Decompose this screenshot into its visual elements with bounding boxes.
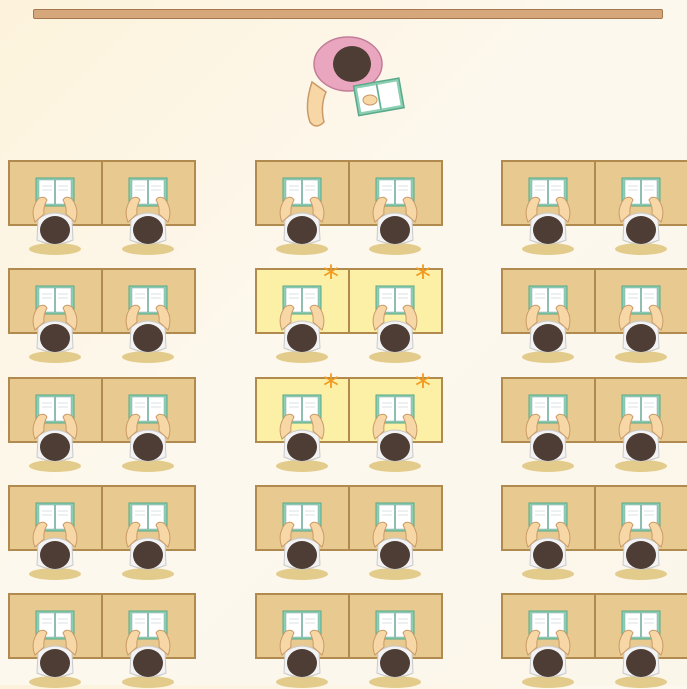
student-reading-icon — [272, 174, 332, 256]
student-reading-icon — [518, 607, 578, 689]
student-reading-icon — [25, 499, 85, 581]
student-reading-icon — [118, 391, 178, 473]
student-reading-icon — [518, 282, 578, 364]
student-reading-icon — [118, 282, 178, 364]
desk-group — [8, 485, 198, 580]
desk-group — [8, 593, 198, 688]
desk-group — [8, 268, 198, 363]
desk-group — [255, 485, 445, 580]
student-reading-icon — [365, 174, 425, 256]
teacher — [300, 34, 415, 134]
student-reading-icon — [365, 607, 425, 689]
student-reading-icon — [118, 499, 178, 581]
student-reading-icon — [25, 607, 85, 689]
asterisk-marker: * — [415, 370, 431, 402]
student-reading-icon — [118, 607, 178, 689]
blackboard — [33, 9, 663, 19]
desk-group — [501, 160, 687, 255]
student-reading-icon — [611, 174, 671, 256]
asterisk-marker: * — [415, 261, 431, 293]
desk-group — [501, 593, 687, 688]
desk-group: ** — [255, 268, 445, 363]
desk-group — [501, 268, 687, 363]
student-reading-icon — [118, 174, 178, 256]
desk-group — [501, 485, 687, 580]
student-reading-icon — [365, 499, 425, 581]
student-reading-icon — [518, 499, 578, 581]
student-reading-icon — [272, 607, 332, 689]
student-reading-icon — [25, 391, 85, 473]
student-reading-icon — [518, 174, 578, 256]
student-reading-icon — [25, 282, 85, 364]
student-reading-icon — [611, 282, 671, 364]
student-reading-icon — [611, 499, 671, 581]
student-reading-icon — [611, 391, 671, 473]
desk-group — [8, 160, 198, 255]
desk-group — [8, 377, 198, 472]
desk-group — [501, 377, 687, 472]
desk-group — [255, 160, 445, 255]
asterisk-marker: * — [323, 370, 339, 402]
desk-group: ** — [255, 377, 445, 472]
student-reading-icon — [611, 607, 671, 689]
desk-group — [255, 593, 445, 688]
student-reading-icon — [272, 499, 332, 581]
asterisk-marker: * — [323, 261, 339, 293]
student-reading-icon — [518, 391, 578, 473]
student-reading-icon — [25, 174, 85, 256]
